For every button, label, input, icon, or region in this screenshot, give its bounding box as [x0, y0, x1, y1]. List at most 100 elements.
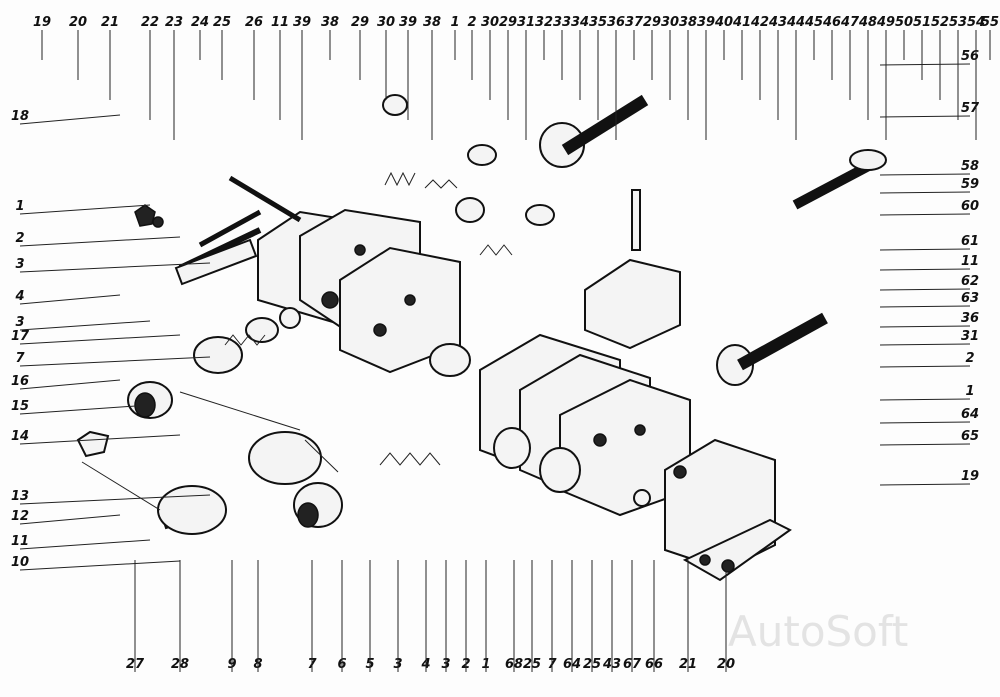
leader-line — [19, 236, 181, 247]
callout-label: 56 — [961, 49, 979, 64]
leader-line — [19, 434, 181, 445]
callout-label: 52 — [931, 15, 949, 30]
leader-line — [19, 379, 121, 390]
leader-line — [879, 343, 971, 346]
left-parts — [76, 307, 343, 535]
leader-line — [19, 294, 121, 305]
leader-line — [19, 204, 151, 215]
callout-label: 3 — [15, 315, 24, 330]
leader-line — [19, 334, 181, 345]
callout-label: 12 — [11, 509, 29, 524]
lower-valve-block — [479, 333, 691, 517]
callout-label: 14 — [11, 429, 29, 444]
callout-label: 34 — [571, 15, 589, 30]
callout-label: 40 — [714, 15, 733, 30]
callout-label: 3 — [15, 257, 24, 272]
callout-label: 18 — [11, 109, 29, 124]
callout-label: 29 — [643, 15, 661, 30]
callout-label: 50 — [895, 15, 913, 30]
callout-label: 10 — [11, 555, 29, 570]
callout-label: 41 — [732, 15, 751, 30]
callout-label: 63 — [961, 291, 979, 306]
callout-label: 16 — [11, 374, 29, 389]
callout-label: 42 — [750, 15, 769, 30]
leader-line — [19, 262, 211, 273]
callout-label: 36 — [607, 15, 625, 30]
callout-label: 19 — [961, 469, 979, 484]
springs — [224, 94, 513, 466]
callout-label: 31 — [517, 15, 535, 30]
callout-label: 19 — [33, 15, 51, 30]
callout-label: 38 — [423, 15, 441, 30]
callout-label: 33 — [553, 15, 571, 30]
callout-label: 31 — [961, 329, 979, 344]
upper-right-parts — [455, 94, 887, 350]
assembly-arrows — [81, 391, 339, 511]
callout-label: 44 — [786, 15, 805, 30]
callout-label: 7 — [15, 351, 25, 366]
callout-label: 35 — [589, 15, 607, 30]
callout-label: 39 — [293, 15, 311, 30]
callout-label: 37 — [625, 15, 644, 30]
callout-label: 30 — [377, 15, 395, 30]
callout-label: 24 — [191, 15, 209, 30]
leader-line — [19, 560, 181, 571]
leader-line — [19, 320, 151, 331]
leader-line — [879, 115, 971, 118]
leader-line — [879, 398, 971, 401]
callout-label: 11 — [271, 15, 289, 30]
callout-label: 57 — [961, 101, 980, 116]
callout-label: 62 — [961, 274, 979, 289]
leader-line — [879, 443, 971, 446]
callout-label: 46 — [822, 15, 841, 30]
leader-line — [879, 483, 971, 486]
callout-label: 1 — [450, 15, 459, 30]
callout-label: 60 — [961, 199, 979, 214]
callout-label: 49 — [876, 15, 895, 30]
leader-lines — [19, 30, 991, 672]
leader-line — [19, 404, 151, 415]
callout-label: 23 — [165, 15, 183, 30]
callout-label: 1 — [965, 384, 974, 399]
leader-line — [879, 248, 971, 251]
callout-label: 58 — [961, 159, 979, 174]
callout-label: 15 — [11, 399, 29, 414]
callout-label: 45 — [804, 15, 823, 30]
leader-line — [19, 539, 151, 550]
callout-label: 61 — [961, 234, 979, 249]
leader-line — [879, 268, 971, 271]
callout-label: 39 — [399, 15, 417, 30]
callout-label: 59 — [961, 177, 979, 192]
callout-label: 20 — [69, 15, 87, 30]
callout-label: 39 — [697, 15, 715, 30]
leader-line — [879, 365, 971, 368]
callout-label: 43 — [768, 15, 787, 30]
right-parts — [633, 312, 828, 582]
upper-valve-block — [257, 208, 461, 374]
callout-label: 30 — [481, 15, 499, 30]
leader-line — [879, 173, 971, 176]
callout-label: 26 — [245, 15, 263, 30]
callout-label: 25 — [213, 15, 231, 30]
leader-line — [879, 305, 971, 308]
callout-label: 13 — [11, 489, 29, 504]
callout-label: 51 — [913, 15, 931, 30]
callout-label: 54 — [967, 15, 985, 30]
watermark: AutoSoft — [728, 607, 908, 656]
callout-label: 29 — [351, 15, 369, 30]
leader-line — [879, 191, 971, 194]
leader-line — [19, 514, 121, 525]
leader-line — [879, 421, 971, 424]
leader-line — [19, 494, 211, 505]
callout-label: 55 — [981, 15, 999, 30]
callout-label: 2 — [15, 231, 24, 246]
callout-label: 2 — [467, 15, 476, 30]
callout-label: 36 — [961, 311, 979, 326]
callout-label: 38 — [679, 15, 697, 30]
tie-rods — [134, 175, 302, 286]
callout-label: 47 — [840, 15, 860, 30]
callout-label: 48 — [858, 15, 877, 30]
